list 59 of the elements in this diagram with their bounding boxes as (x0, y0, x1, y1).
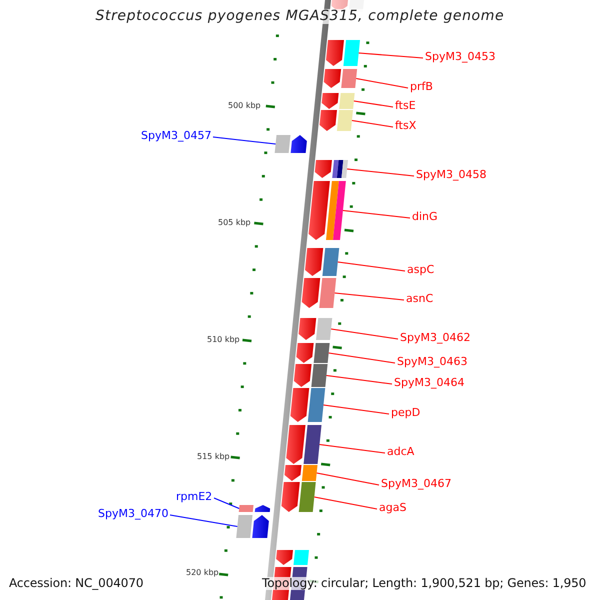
gene-drawing (274, 135, 307, 153)
scale-label: 520 kbp (186, 568, 219, 578)
leader-line (170, 514, 238, 527)
leader-line (334, 292, 404, 300)
leader-line (328, 352, 396, 364)
gene-drawing (305, 248, 340, 276)
gene-label: rpmE2 (176, 491, 212, 504)
leader-line (326, 375, 392, 384)
gene-label: prfB (410, 81, 433, 94)
gene-drawing (281, 482, 316, 512)
gene-drawing (298, 318, 332, 340)
info-text: Accession: NC_004070 (9, 576, 144, 590)
gene-label: aspC (407, 264, 434, 276)
leader-line (342, 210, 410, 218)
gene-label: SpyM3_0457 (141, 130, 212, 142)
leader-line (351, 120, 394, 128)
gene-label: SpyM3_0453 (425, 51, 496, 64)
scale-label: 515 kbp (197, 452, 230, 462)
gene-drawing (324, 69, 358, 88)
gene-label: SpyM3_0464 (394, 377, 464, 390)
gene-label: ftsE (395, 100, 416, 112)
gene-drawing (314, 160, 348, 178)
gene-drawing (286, 425, 322, 464)
gene-drawing (326, 40, 360, 66)
leader-line (319, 444, 386, 454)
leader-line (356, 78, 408, 88)
gene-label: pepD (391, 407, 420, 420)
gene-drawing (284, 465, 318, 481)
gene-drawing (236, 515, 269, 538)
scale-label: 500 kbp (228, 102, 261, 110)
gene-drawing (322, 93, 355, 109)
gene-drawing (296, 343, 330, 363)
gene-label: SpyM3_0470 (98, 508, 168, 520)
gene-drawing (294, 364, 328, 387)
gene-label: asnC (406, 293, 434, 306)
scale-label: 505 kbp (218, 218, 251, 228)
gene-label: ftsX (395, 120, 416, 132)
leader-line (214, 498, 240, 509)
leader-line (330, 328, 398, 340)
gene-label: dinG (412, 211, 438, 224)
title: Streptococcus pyogenes MGAS315, complete genome (96, 9, 504, 24)
gene-drawing (320, 110, 353, 131)
scale-label: 510 kbp (207, 336, 240, 344)
leader-line (353, 100, 394, 108)
gene-label: SpyM3_0467 (381, 478, 452, 490)
leader-line (323, 404, 390, 414)
gene-label: adcA (387, 446, 414, 458)
gene-label: agaS (379, 502, 406, 514)
gene-label: SpyM3_0462 (400, 332, 470, 344)
gene-drawing (308, 181, 346, 240)
gene-drawing (302, 278, 336, 308)
leader-line (316, 472, 380, 486)
gene-drawing (238, 505, 270, 512)
leader-line (337, 262, 406, 272)
leader-line (314, 496, 378, 510)
gene-drawing (290, 388, 326, 422)
info-text: Topology: circular; Length: 1,900,521 bp; Genes: 1,950 (262, 576, 586, 590)
gene-label: SpyM3_0463 (397, 356, 468, 368)
gene-label: SpyM3_0458 (416, 169, 486, 182)
